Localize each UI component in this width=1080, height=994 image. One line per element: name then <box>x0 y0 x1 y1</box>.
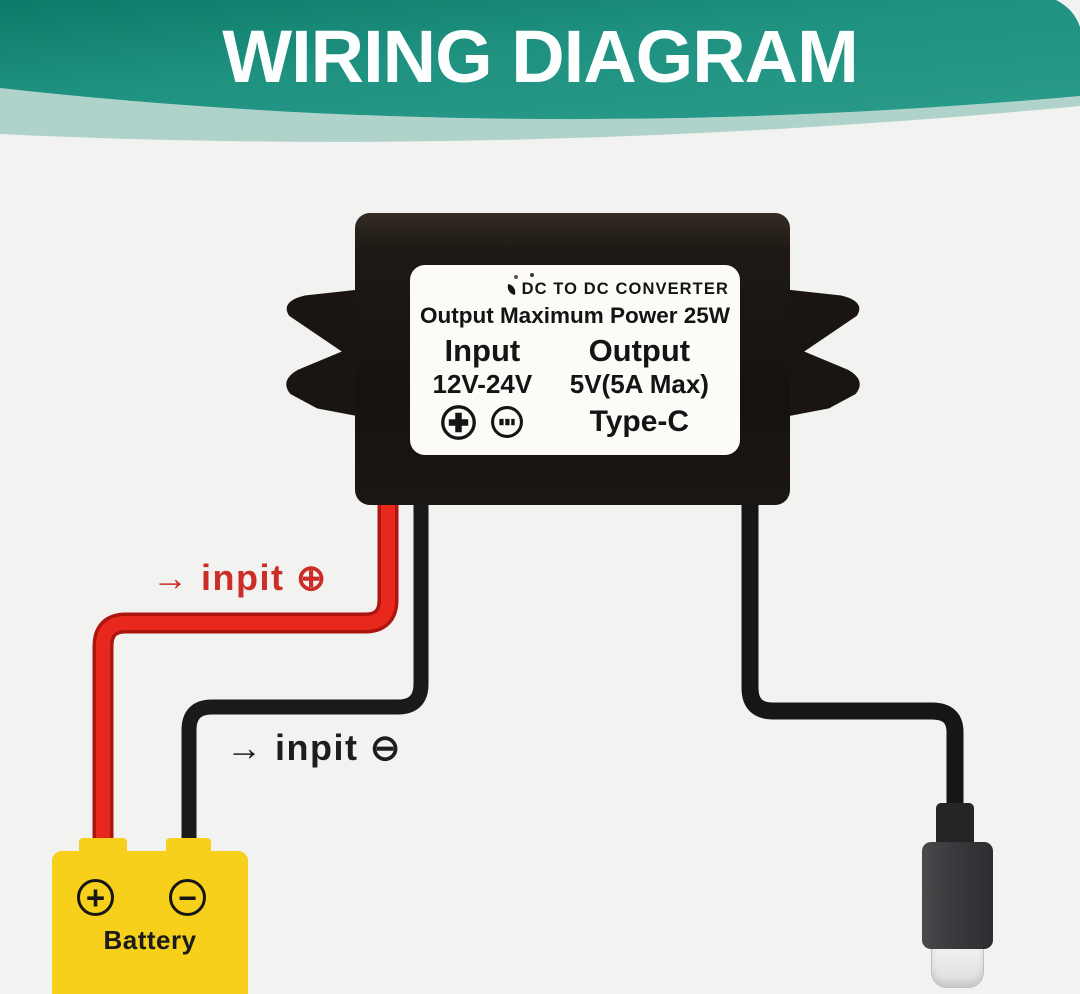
converter-spec-label: DC TO DC CONVERTER Output Maximum Power … <box>410 265 740 455</box>
battery-minus-icon: − <box>169 879 206 916</box>
input-positive-annotation: → inpit ⊕ <box>152 557 328 598</box>
leaf-mark-icon <box>505 283 517 295</box>
usb-type-c-plug-body <box>922 842 993 949</box>
dc-converter-box: DC TO DC CONVERTER Output Maximum Power … <box>355 213 790 505</box>
battery-negative-terminal <box>166 838 211 854</box>
battery-plus-icon: + <box>77 879 114 916</box>
negative-input-wire <box>181 498 429 848</box>
input-voltage-range: 12V-24V <box>432 369 533 399</box>
positive-input-wire-highlight <box>96 498 395 850</box>
output-rating: 5V(5A Max) <box>569 369 709 399</box>
output-heading: Output <box>588 333 691 368</box>
max-power-line: Output Maximum Power 25W <box>419 303 731 328</box>
banner-teal-band <box>0 0 1080 120</box>
plus-in-circle-icon <box>441 404 477 440</box>
usb-type-c-plug-tip <box>931 944 984 988</box>
left-mounting-tab-icon <box>286 289 363 417</box>
output-port-type: Type-C <box>589 405 690 438</box>
brand-line: DC TO DC CONVERTER <box>521 279 729 298</box>
label-speck-marks <box>514 275 518 279</box>
battery-label: Battery <box>103 925 197 955</box>
banner-title: WIRING DIAGRAM <box>222 15 859 98</box>
brand-row: DC TO DC CONVERTER <box>418 279 732 299</box>
minus-in-circle-icon <box>491 406 524 438</box>
terminal-icons-row <box>418 404 547 441</box>
input-heading: Input <box>444 333 521 368</box>
battery-positive-terminal <box>79 838 127 854</box>
right-mounting-tab-icon <box>783 289 860 417</box>
spec-grid: Input Output 12V-24V 5V(5A Max) Type-C <box>418 332 732 444</box>
banner-light-band <box>0 88 1080 142</box>
banner-ribbon <box>0 0 1080 142</box>
usb-type-c-plug-strain-relief <box>936 803 974 847</box>
output-wire <box>741 498 964 818</box>
input-negative-annotation: → inpit ⊖ <box>226 727 402 768</box>
battery-body: + − Battery <box>52 851 248 994</box>
